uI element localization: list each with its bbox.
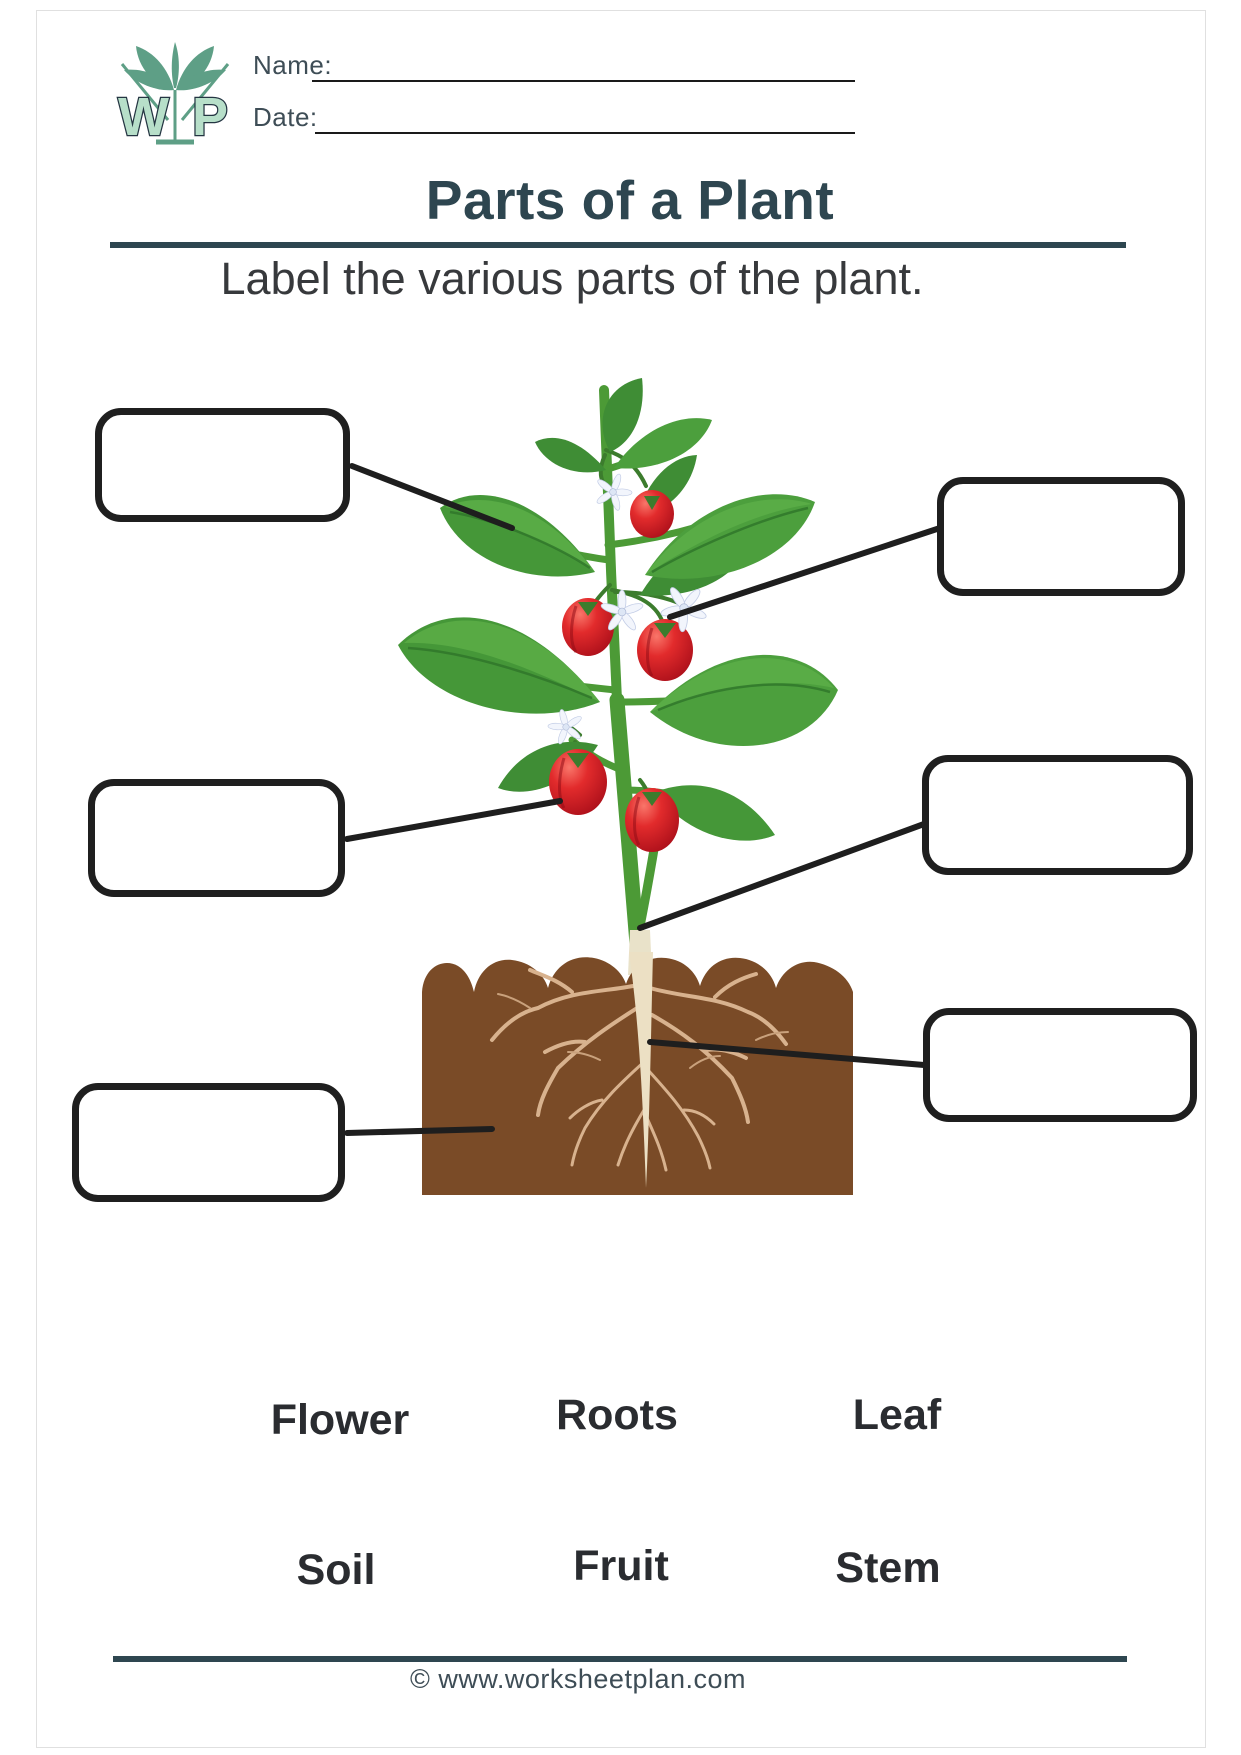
name-label: Name: [253, 50, 333, 80]
answer-box-soil[interactable] [72, 1083, 345, 1202]
name-input-line[interactable] [312, 54, 855, 82]
fruit-graphic [549, 490, 693, 852]
date-input-line[interactable] [315, 106, 855, 134]
footer-copyright: © www.worksheetplan.com [409, 1664, 747, 1694]
book-leaf-pages-icon [124, 42, 226, 91]
connector-line-roots [647, 1039, 927, 1068]
answer-box-roots[interactable] [923, 1008, 1197, 1122]
logo-letter-w: W [118, 87, 169, 147]
answer-box-leaf[interactable] [95, 408, 350, 522]
instruction-text: Label the various parts of the plant. [220, 253, 924, 304]
soil-graphic [422, 957, 853, 1195]
answer-box-stem[interactable] [922, 755, 1193, 875]
word-bank-fruit: Fruit [573, 1542, 669, 1590]
word-bank-roots: Roots [556, 1391, 678, 1439]
connector-line-stem [637, 821, 927, 931]
roots-graphic [490, 952, 789, 1188]
word-bank-stem: Stem [835, 1544, 941, 1592]
connector-line-fruit [344, 798, 563, 842]
footer-divider [113, 1656, 1127, 1662]
word-bank-flower: Flower [270, 1396, 410, 1444]
logo-letter-p: P [192, 87, 228, 147]
page-title: Parts of a Plant [425, 169, 835, 231]
connector-line-leaf [349, 463, 515, 531]
title-divider [110, 242, 1126, 248]
connector-line-soil [344, 1126, 495, 1136]
worksheetplan-logo: W P [117, 42, 229, 148]
answer-box-flower[interactable] [937, 477, 1185, 596]
connector-line-flower [667, 525, 943, 620]
word-bank-soil: Soil [296, 1546, 376, 1594]
word-bank-leaf: Leaf [852, 1391, 942, 1439]
date-label: Date: [253, 102, 318, 132]
answer-box-fruit[interactable] [88, 779, 345, 897]
